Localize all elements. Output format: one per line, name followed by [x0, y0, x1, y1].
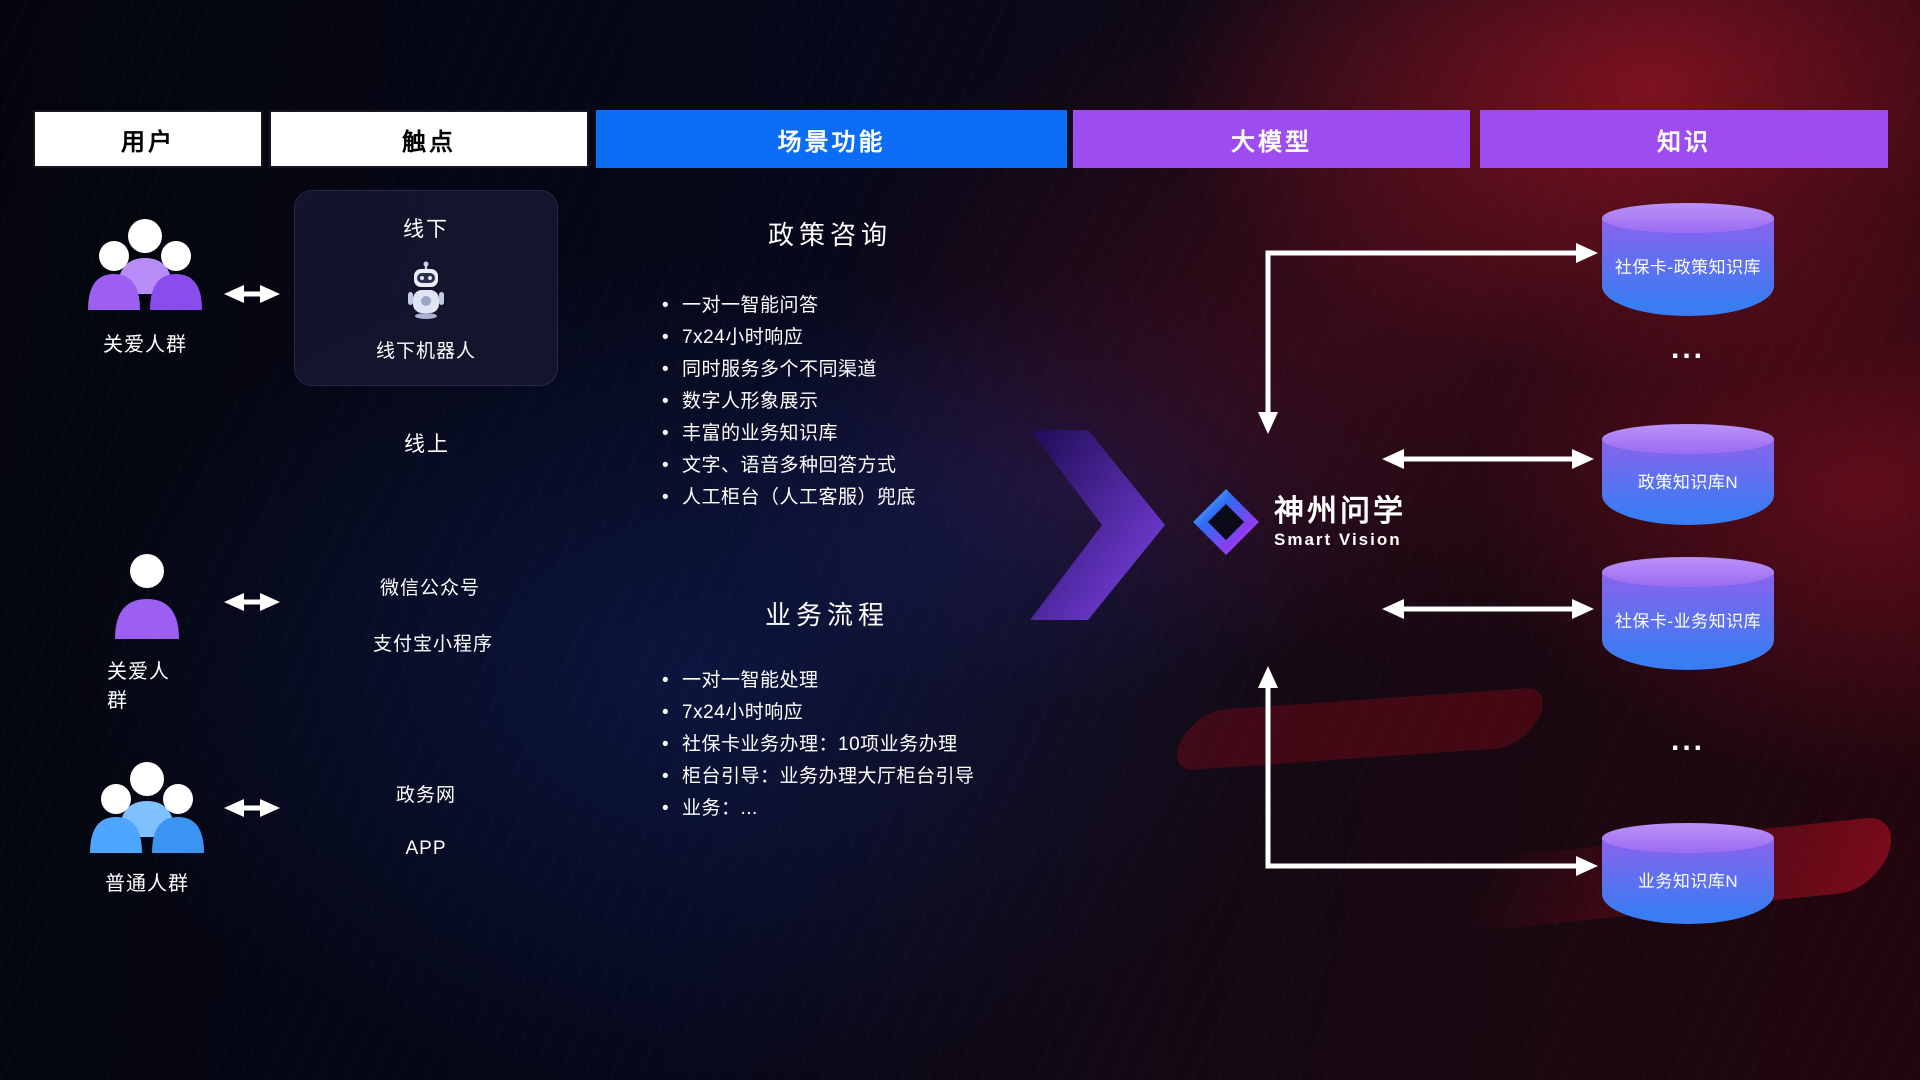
single-user-icon: [115, 554, 179, 639]
feature-item: 社保卡业务办理：10项业务办理: [658, 729, 975, 761]
feature-item: 文字、语音多种回答方式: [658, 450, 916, 482]
column-header-model: 大模型: [1073, 110, 1470, 168]
ellipsis-more-dbs: ...: [1670, 724, 1705, 757]
feature-item: 业务：...: [658, 793, 975, 825]
user-group-label: 普通人群: [105, 873, 189, 895]
knowledge-db-business-n: 业务知识库N: [1602, 823, 1774, 924]
column-header-knowledge: 知识: [1480, 110, 1888, 168]
knowledge-db-business-ssc: 社保卡-业务知识库: [1602, 557, 1774, 670]
user-group-care-2: 关爱人群: [107, 551, 187, 713]
feature-item: 数字人形象展示: [658, 386, 916, 418]
scenario-policy-list: 一对一智能问答 7x24小时响应 同时服务多个不同渠道 数字人形象展示 丰富的业…: [658, 290, 916, 514]
feature-item: 一对一智能处理: [658, 665, 975, 697]
scenario-policy-title: 政策咨询: [767, 220, 893, 250]
model-name: 神州问学: [1274, 494, 1406, 528]
database-label: 社保卡-业务知识库: [1602, 572, 1774, 670]
user-group-label: 关爱人群: [103, 334, 187, 356]
offline-touchpoint-card: 线下 线下机器人: [294, 190, 558, 386]
database-label: 社保卡-政策知识库: [1602, 218, 1774, 316]
feature-item: 柜台引导：业务办理大厅柜台引导: [658, 761, 975, 793]
scenario-business-title: 业务流程: [764, 600, 890, 630]
diamond-logo-icon: [1193, 489, 1259, 555]
group-users-icon: [90, 762, 204, 853]
user-group-care-1: 关爱人群: [84, 214, 206, 357]
ellipsis-more-dbs: ...: [1670, 332, 1705, 365]
user-group-general: 普通人群: [86, 757, 208, 896]
online-title: 线上: [404, 433, 450, 456]
model-logo: 神州问学 Smart Vision: [1192, 487, 1406, 557]
column-header-users: 用户: [33, 110, 263, 168]
feature-item: 一对一智能问答: [658, 290, 916, 322]
touchpoint-alipay: 支付宝小程序: [372, 634, 494, 655]
model-logo-text: 神州问学 Smart Vision: [1274, 495, 1406, 550]
column-header-touchpoints: 触点: [269, 110, 589, 168]
database-icon: [1602, 557, 1774, 587]
scenario-business-list: 一对一智能处理 7x24小时响应 社保卡业务办理：10项业务办理 柜台引导：业务…: [658, 665, 975, 825]
feature-item: 7x24小时响应: [658, 322, 916, 354]
feature-item: 人工柜台（人工客服）兜底: [658, 482, 916, 514]
knowledge-db-policy-n: 政策知识库N: [1602, 424, 1774, 525]
flow-arrow-icon: [1030, 430, 1165, 620]
offline-robot-label: 线下机器人: [375, 341, 476, 362]
knowledge-db-policy-ssc: 社保卡-政策知识库: [1602, 203, 1774, 316]
touchpoint-gov-web: 政务网: [395, 785, 457, 806]
feature-item: 丰富的业务知识库: [658, 418, 916, 450]
touchpoint-wechat: 微信公众号: [379, 578, 481, 599]
database-icon: [1602, 424, 1774, 454]
column-header-scenarios: 场景功能: [596, 110, 1067, 168]
model-subtitle: Smart Vision: [1274, 529, 1402, 549]
database-icon: [1602, 823, 1774, 853]
touchpoint-app: APP: [405, 838, 447, 859]
database-icon: [1602, 203, 1774, 233]
feature-item: 同时服务多个不同渠道: [658, 354, 916, 386]
group-users-icon: [88, 219, 202, 310]
offline-title: 线下: [403, 218, 449, 241]
user-group-label: 关爱人群: [107, 661, 170, 712]
feature-item: 7x24小时响应: [658, 697, 975, 729]
robot-icon: [408, 261, 444, 319]
